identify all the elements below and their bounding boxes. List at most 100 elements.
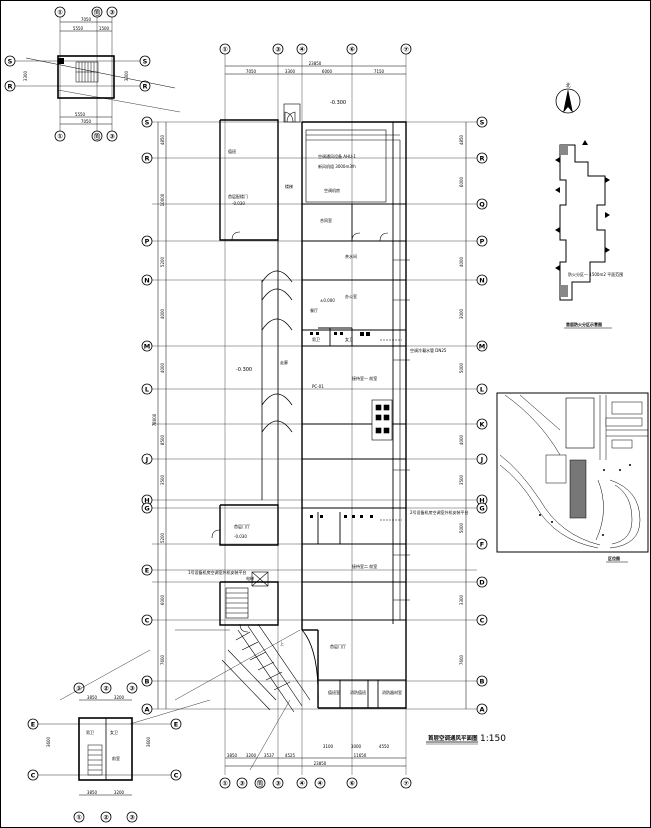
toilet-fixtures <box>310 332 373 518</box>
label-stair-a: 楼梯 <box>285 183 293 189</box>
main-axis-bot-8: ⑦ <box>403 780 409 788</box>
label-equip-room: 空调机房 <box>324 187 340 193</box>
row-axis-left-A: A <box>144 706 149 714</box>
zone-legend: 防火分区一 1500m2 平面范围 <box>568 271 623 277</box>
main-axis-bot-2: ③ <box>239 780 245 788</box>
inset-bot-room-2: 女卫 <box>110 729 118 735</box>
main-axis-top-1: ① <box>222 46 228 54</box>
inset-bot-room-1: 男卫 <box>86 730 94 735</box>
row-axis-left-E: E <box>145 567 149 575</box>
inset-top-axis-2: ⑪ <box>94 8 101 17</box>
label-multi-2: 接待室二 前室 <box>352 563 377 569</box>
inset-top-dim-3: 1500 <box>99 26 110 31</box>
inset-top-dim-s2: 3300 <box>124 70 129 81</box>
label-top-lobby-level: -0.030 <box>232 201 245 206</box>
label-mgr-room: 合同室 <box>320 217 332 223</box>
inset-bot-walls <box>78 717 133 781</box>
main-dim-top-1: 7050 <box>246 69 257 74</box>
label-stair-up: 上 <box>280 640 284 646</box>
main-axis-top-6: ⑥ <box>349 46 355 54</box>
row-axis-right-F: F <box>480 541 484 549</box>
inset-bot-axis-b3: ③ <box>129 814 135 822</box>
inset-top-axis-b1: ① <box>57 133 63 141</box>
label-pc-1: PC-01 <box>312 384 324 389</box>
main-dim-bot-2: 3200 <box>246 753 257 758</box>
main-floor-plan: ① ③ ④ ⑥ ⑦ 23850 7050 3300 6000 7150 <box>141 43 506 789</box>
doors <box>211 103 389 633</box>
zone-caption: 首层防火分区示意图 <box>566 321 602 327</box>
north-label: 北 <box>565 82 570 89</box>
label-tea-room: 茶水间 <box>345 253 357 259</box>
row-axis-left-L: L <box>145 386 149 394</box>
row-axis-right-Q: Q <box>479 201 485 209</box>
main-dim-bot-sub: 11650 <box>354 753 367 758</box>
inset-top-dim-2: 5550 <box>73 26 84 31</box>
inset-bot-axis-2: ② <box>103 685 109 693</box>
label-office-level: ±0.000 <box>320 298 335 303</box>
site-plan-caption: 区位图 <box>608 555 620 561</box>
inset-bot-axis-s3: E <box>174 721 178 729</box>
inset-bot-axis-1: ① <box>76 685 82 693</box>
main-dim-top-2: 3300 <box>285 69 296 74</box>
main-dim-bot-total: 23850 <box>314 761 327 766</box>
row-axis-left-B: B <box>145 678 150 686</box>
row-axis-left-N: N <box>144 277 149 285</box>
inset-bottom-toilet: ① ② ③ ① ② ③ E C E C 3850 3200 3850 3200 … <box>27 649 211 823</box>
inset-top-axis-1: ① <box>57 9 63 17</box>
main-axis-bot-5: ④ <box>299 780 305 788</box>
row-axis-left-J: J <box>145 456 148 464</box>
main-dim-bot-3: 3537 <box>264 753 275 758</box>
row-axis-left-P: P <box>145 238 150 246</box>
inset-top-axis-b3: ③ <box>109 133 115 141</box>
main-axis-bot-7: ⑥ <box>349 780 355 788</box>
label-multi-1: 接待室一 前室 <box>352 375 377 381</box>
row-axis-left-R: R <box>144 155 149 163</box>
row-axis-right-H: H <box>479 497 484 505</box>
main-dim-right-1: 4850 <box>459 134 464 145</box>
label-mid-level: -0.300 <box>236 367 252 373</box>
main-dim-bot-7: 4550 <box>379 744 390 749</box>
label-toilet-f: 女卫 <box>345 336 353 342</box>
main-axis-top-4: ④ <box>299 46 305 54</box>
inset-bottom-axis-bubbles: ① ② ③ ① ② ③ E C E C <box>27 682 182 823</box>
main-dim-left-7: 3500 <box>160 474 165 485</box>
inset-bot-axis-b1: ① <box>76 814 82 822</box>
inset-top-axis-s3: S <box>143 58 148 66</box>
main-dim-left-2: 10000 <box>160 193 165 206</box>
main-dim-right-8: 5000 <box>459 522 464 533</box>
row-axis-right-G: G <box>479 505 484 513</box>
main-axis-bot-3: ⑪ <box>257 779 264 788</box>
inset-bot-axis-3: ③ <box>129 685 135 693</box>
label-small-room: 首层门厅 <box>234 523 250 529</box>
row-axis-left-C: C <box>145 617 150 625</box>
main-dim-bot-4: 4525 <box>285 753 296 758</box>
row-axis-right-N: N <box>479 277 484 285</box>
main-dim-left-9: 6000 <box>160 594 165 605</box>
main-dim-left-10: 7600 <box>160 654 165 665</box>
row-axis-right-P: P <box>480 238 485 246</box>
inset-bot-dim-2: 3200 <box>114 695 125 700</box>
row-axis-left-G: G <box>144 505 149 513</box>
inset-bot-dim-1: 3850 <box>87 695 98 700</box>
label-office-b2: 消防值班 <box>350 689 366 695</box>
main-dim-bot-1: 3850 <box>227 753 238 758</box>
label-corridor: 走廊 <box>280 359 288 365</box>
inset-top-axis-b2: ⑪ <box>94 132 101 141</box>
main-axis-bot-6: ④ <box>317 780 323 788</box>
label-note-left-1: 1号设备机房空调室外机安装平台 <box>188 569 247 575</box>
main-axis-top-3: ③ <box>275 46 281 54</box>
main-dim-left-5: 4000 <box>160 362 165 373</box>
label-public-stair: 首层配楼门 <box>228 193 248 199</box>
label-elevator: 电梯 <box>246 575 254 581</box>
row-axis-left-H: H <box>144 497 149 505</box>
entrance-ramp <box>174 623 319 771</box>
main-dim-left-3: 5200 <box>160 256 165 267</box>
main-dim-top-4: 7150 <box>374 69 385 74</box>
row-axis-right-R: R <box>479 155 484 163</box>
inset-top-dim-1: 7050 <box>81 17 92 22</box>
main-dim-top-total: 23850 <box>309 61 322 66</box>
row-axis-left-S: S <box>145 119 150 127</box>
main-dim-right-6: 4000 <box>459 434 464 445</box>
row-axis-right-B: B <box>480 678 485 686</box>
